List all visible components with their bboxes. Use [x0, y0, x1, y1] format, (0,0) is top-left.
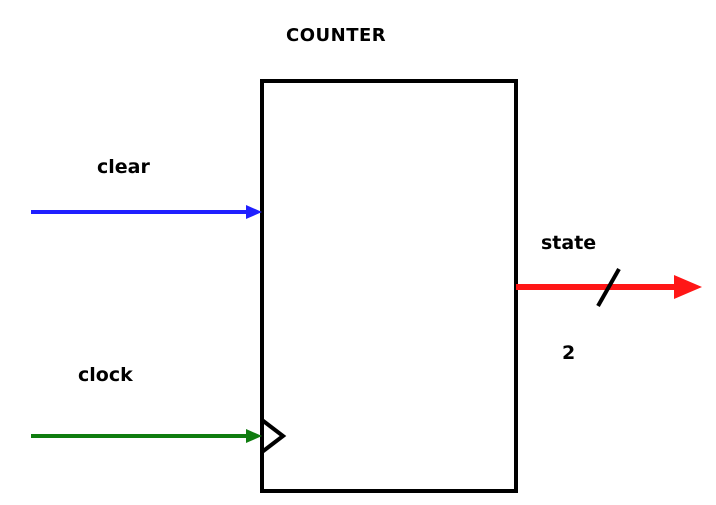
diagram-title: COUNTER: [286, 25, 387, 46]
clock-label: clock: [78, 364, 133, 386]
counter-block: [260, 79, 518, 493]
clock-input-arrow: [31, 429, 262, 443]
clock-edge-marker: [260, 418, 287, 454]
state-output-arrow: [516, 275, 702, 299]
clear-label: clear: [97, 156, 150, 178]
bus-width-slash: [596, 268, 621, 307]
state-label: state: [541, 232, 597, 254]
clear-input-arrow: [31, 205, 262, 219]
bus-width-label: 2: [562, 342, 576, 364]
